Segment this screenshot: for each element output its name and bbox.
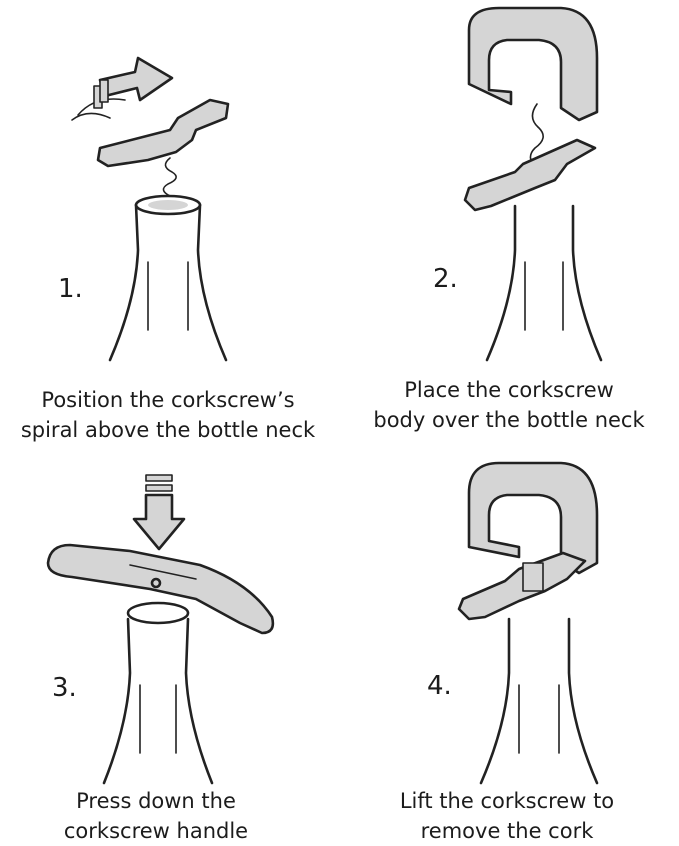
corkscrew-frame	[469, 8, 597, 120]
step-caption: Press down the corkscrew handle	[0, 786, 326, 846]
caption-line: Press down the	[0, 786, 326, 816]
step-3-panel: 3. Press down the corkscrew handle	[0, 423, 340, 846]
step-4-panel: 4. Lift the corkscrew to remove the cork	[339, 423, 679, 846]
bottle	[110, 196, 226, 360]
step-2-panel: 2. Place the corkscrew body over the bot…	[339, 0, 679, 423]
step-number: 1.	[58, 274, 83, 304]
caption-line: Lift the corkscrew to	[337, 786, 677, 816]
step-number: 3.	[52, 673, 77, 703]
step-3-illustration	[0, 423, 340, 846]
bottle	[487, 206, 601, 360]
corkscrew-frame	[469, 463, 597, 573]
step-number: 4.	[427, 671, 452, 701]
corkscrew-handle	[48, 545, 273, 633]
caption-line: corkscrew handle	[0, 816, 326, 846]
corkscrew-handle	[98, 100, 228, 166]
bottle	[104, 603, 212, 783]
motion-arrow-icon	[72, 58, 172, 120]
step-1-illustration	[0, 0, 340, 423]
corkscrew-handle	[465, 140, 595, 210]
step-caption: Lift the corkscrew to remove the cork	[337, 786, 677, 846]
step-number: 2.	[433, 264, 458, 294]
step-1-panel: 1. Position the corkscrew’s spiral above…	[0, 0, 340, 423]
down-arrow-icon	[134, 475, 184, 549]
step-4-illustration	[339, 423, 679, 846]
caption-line: remove the cork	[337, 816, 677, 846]
corkscrew-handle	[459, 553, 585, 619]
caption-line: Place the corkscrew	[339, 375, 679, 405]
caption-line: Position the corkscrew’s	[0, 385, 338, 415]
step-2-illustration	[339, 0, 679, 423]
corkscrew-spiral	[163, 158, 176, 196]
bottle	[481, 619, 597, 783]
